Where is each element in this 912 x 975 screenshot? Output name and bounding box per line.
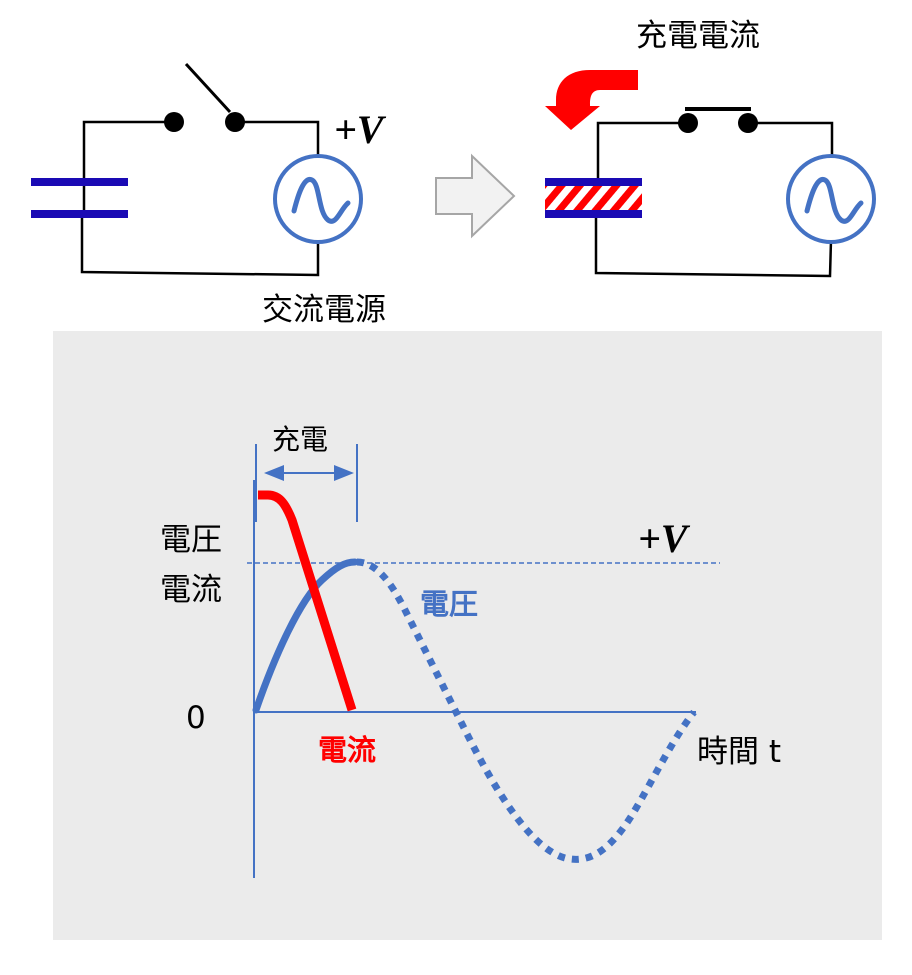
capacitor-plate-top <box>545 178 642 186</box>
zero-label: 0 <box>186 700 206 736</box>
switch-terminal <box>225 112 245 132</box>
capacitor-plate-bottom <box>31 210 128 218</box>
switch-terminal <box>678 113 698 133</box>
ac-source-icon <box>273 154 363 244</box>
wire <box>80 216 320 277</box>
capacitor-plate-bottom <box>545 210 642 218</box>
charge-graph: 充電 電圧 電流 0 +V 電圧 電流 時間 t <box>160 423 781 878</box>
voltage-label: +V <box>334 107 387 152</box>
transition-arrow-icon <box>435 153 516 239</box>
graph-panel <box>53 331 882 940</box>
open-circuit: +V 交流電源 <box>31 62 387 328</box>
charging-current-arrow-icon <box>545 70 638 130</box>
capacitor-plate-top <box>31 178 128 186</box>
wire <box>594 217 833 278</box>
wire <box>596 121 688 178</box>
wire <box>82 120 174 212</box>
charge-span-label: 充電 <box>272 423 328 456</box>
wire <box>748 121 834 158</box>
voltage-curve-ac <box>356 558 697 863</box>
current-curve-label: 電流 <box>318 733 376 767</box>
switch-lever-open <box>184 62 232 114</box>
switch-terminal <box>738 113 758 133</box>
voltage-curve-label: 電圧 <box>420 587 478 621</box>
peak-voltage-label: +V <box>638 516 691 561</box>
charge-span-arrow-icon <box>264 465 354 481</box>
charged-dielectric <box>545 186 642 210</box>
current-curve <box>258 490 357 712</box>
y-axis-label-voltage: 電圧 <box>160 522 222 558</box>
closed-circuit: 充電電流 <box>545 18 876 278</box>
charging-current-label: 充電電流 <box>636 18 760 54</box>
x-axis-label: 時間 t <box>697 734 781 770</box>
ac-source-icon <box>786 154 876 244</box>
switch-terminal <box>164 112 184 132</box>
wire <box>235 120 320 158</box>
source-label: 交流電源 <box>262 292 386 328</box>
y-axis-label-current: 電流 <box>160 572 222 608</box>
